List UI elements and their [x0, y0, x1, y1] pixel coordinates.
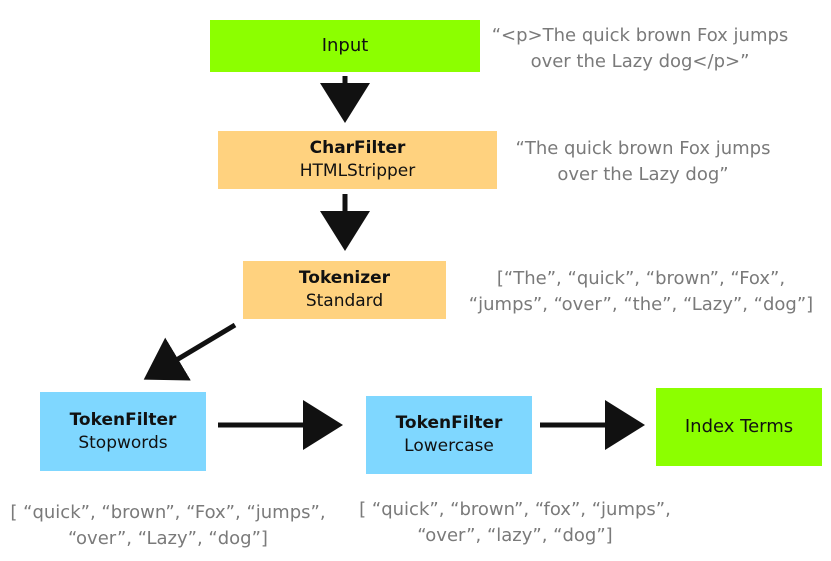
stopwords-annotation-line1: [ “quick”, “brown”, “Fox”, “jumps”,	[10, 502, 326, 523]
stopwords-subtitle: Stopwords	[78, 432, 168, 453]
tokenizer-node: Tokenizer Standard	[243, 261, 446, 319]
indexterms-node: Index Terms	[656, 388, 822, 466]
charfilter-annotation: “The quick brown Fox jumps over the Lazy…	[508, 136, 778, 188]
charfilter-annotation-line1: “The quick brown Fox jumps	[515, 138, 771, 159]
stopwords-node: TokenFilter Stopwords	[40, 392, 206, 471]
charfilter-node: CharFilter HTMLStripper	[218, 131, 497, 189]
lowercase-node: TokenFilter Lowercase	[366, 396, 532, 474]
stopwords-annotation: [ “quick”, “brown”, “Fox”, “jumps”, “ove…	[0, 500, 336, 552]
tokenizer-title: Tokenizer	[298, 268, 391, 289]
tokenizer-annotation: [“The”, “quick”, “brown”, “Fox”, “jumps”…	[460, 266, 822, 318]
charfilter-title: CharFilter	[309, 138, 406, 159]
lowercase-annotation-line2: “over”, “lazy”, “dog”]	[417, 525, 613, 547]
input-annotation-line1: “<p>The quick brown Fox jumps	[491, 25, 789, 46]
lowercase-annotation: [ “quick”, “brown”, “fox”, “jumps”, “ove…	[350, 497, 680, 549]
input-annotation: “<p>The quick brown Fox jumps over the L…	[490, 23, 790, 75]
tokenizer-subtitle: Standard	[305, 291, 384, 311]
lowercase-annotation-line1: [ “quick”, “brown”, “fox”, “jumps”,	[359, 499, 671, 520]
input-label: Input	[321, 34, 369, 56]
arrow-tokenizer-to-stopwords	[143, 322, 237, 381]
tokenizer-annotation-line1: [“The”, “quick”, “brown”, “Fox”,	[496, 268, 786, 289]
charfilter-annotation-line2: over the Lazy dog”	[557, 164, 729, 186]
charfilter-subtitle: HTMLStripper	[299, 161, 416, 181]
indexterms-label: Index Terms	[684, 415, 794, 437]
stopwords-title: TokenFilter	[69, 409, 177, 430]
input-node: Input	[210, 20, 480, 72]
stopwords-annotation-line2: “over”, “Lazy”, “dog”]	[68, 528, 268, 550]
input-annotation-line2: over the Lazy dog</p>”	[530, 51, 750, 73]
tokenizer-annotation-line2: “jumps”, “over”, “the”, “Lazy”, “dog”]	[468, 294, 814, 316]
lowercase-subtitle: Lowercase	[404, 436, 494, 456]
lowercase-title: TokenFilter	[395, 413, 503, 434]
